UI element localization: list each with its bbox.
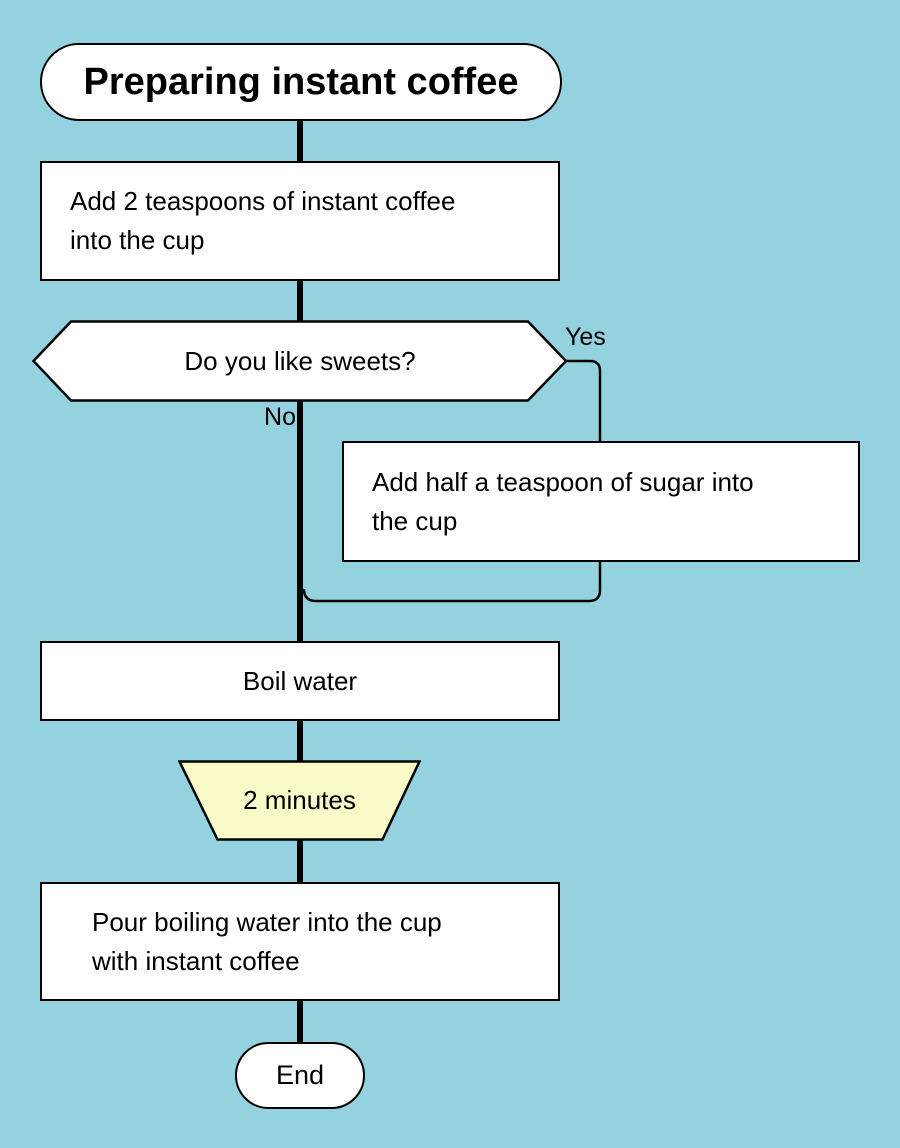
process-add-sugar-line1: Add half a teaspoon of sugar into: [372, 466, 754, 497]
start-terminator: Preparing instant coffee: [40, 43, 562, 121]
yes-branch-line: [566, 359, 602, 441]
process-add-coffee: Add 2 teaspoons of instant coffee into t…: [40, 161, 560, 281]
process-pour-water-line2: with instant coffee: [92, 945, 300, 976]
decision-label: Do you like sweets?: [184, 345, 416, 376]
process-pour-water-line1: Pour boiling water into the cup: [92, 906, 442, 937]
yes-edge-label: Yes: [565, 323, 606, 351]
sugar-return-line: [302, 560, 602, 603]
process-add-coffee-line1: Add 2 teaspoons of instant coffee: [70, 186, 456, 216]
end-label: End: [275, 1060, 325, 1090]
delay-trapezoid: [178, 760, 421, 841]
process-add-sugar: Add half a teaspoon of sugar into the cu…: [342, 441, 860, 562]
no-edge-label: No: [264, 403, 296, 431]
delay-label: 2 minutes: [243, 785, 356, 815]
end-terminator: End: [235, 1042, 365, 1109]
process-add-coffee-line2: into the cup: [70, 225, 205, 255]
process-add-sugar-line2: the cup: [372, 505, 458, 536]
decision-hexagon: [32, 320, 568, 402]
process-boil-water-label: Boil water: [242, 665, 358, 696]
process-pour-water: Pour boiling water into the cup with ins…: [40, 882, 560, 1001]
start-label: Preparing instant coffee: [83, 60, 519, 103]
process-boil-water: Boil water: [40, 641, 560, 721]
